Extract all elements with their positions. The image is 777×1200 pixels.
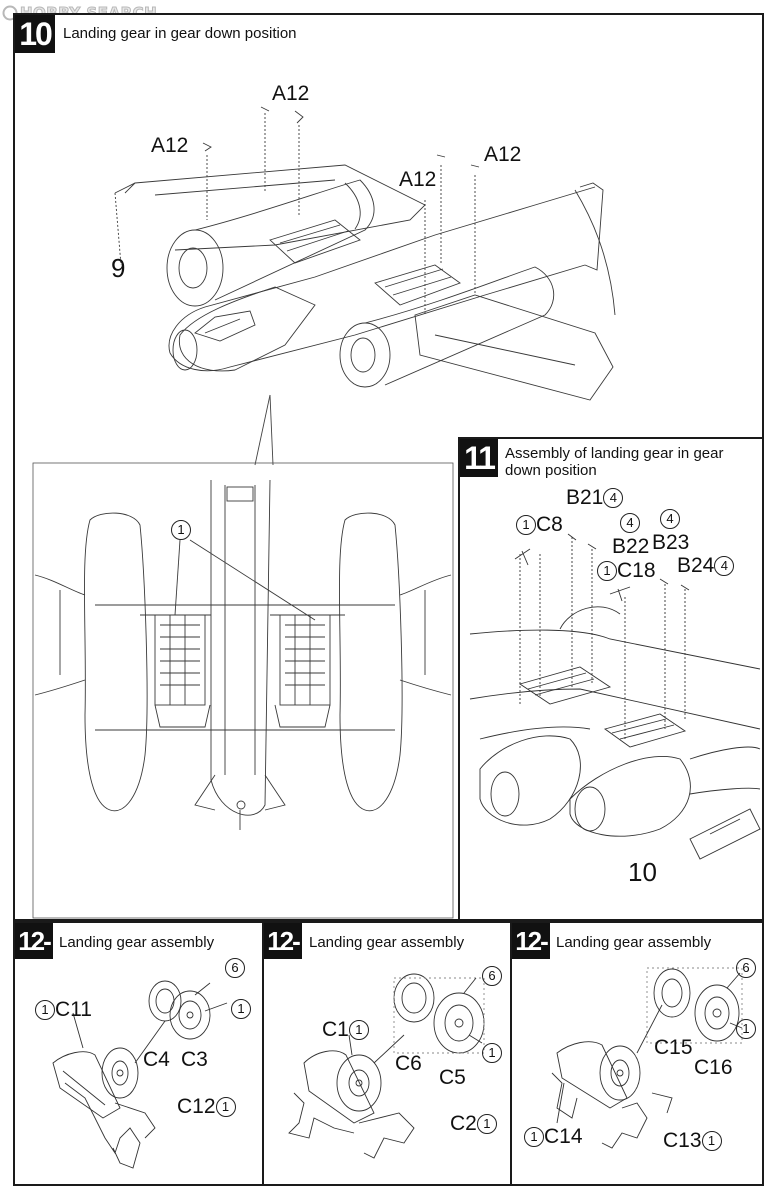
code-b23: B23 — [652, 531, 690, 554]
underside-detail-view — [34, 479, 452, 830]
code-c1: C1 — [322, 1018, 349, 1041]
step-12-2-gear-illustration — [288, 973, 485, 1159]
code-c18: C18 — [617, 559, 656, 582]
step-10-title: Landing gear in gear down position — [63, 25, 297, 42]
code-c6: C6 — [395, 1052, 422, 1075]
qty-c5: 1 — [482, 1043, 502, 1063]
step-10-badge: 10 — [15, 15, 55, 53]
step-12-2-title: Landing gear assembly — [309, 934, 465, 951]
part-label-a12-left: A12 — [151, 134, 189, 157]
step-reference-10: 10 — [628, 857, 657, 887]
step-11-title-line2: down position — [505, 462, 597, 479]
step-11-panel: 11 Assembly of landing gear in gear down… — [458, 437, 764, 921]
code-c2: C2 — [450, 1112, 477, 1135]
part-label-a12-top: A12 — [272, 82, 310, 105]
qty-c8: 1 — [516, 515, 536, 536]
step-10-aircraft-illustration — [32, 106, 616, 919]
code-b22: B22 — [612, 535, 650, 558]
part-label-a12-right: A12 — [484, 143, 522, 166]
step-11-title-line1: Assembly of landing gear in gear — [505, 445, 724, 462]
step-reference-9: 9 — [111, 253, 126, 283]
step-12-3-badge: 12-3 — [512, 923, 550, 992]
step-12-1-gear-illustration — [52, 980, 228, 1169]
code-c5: C5 — [439, 1066, 466, 1089]
step-12-3-gear-illustration — [551, 967, 743, 1149]
qty-c1: 1 — [348, 1020, 369, 1041]
code-c11: C11 — [55, 998, 92, 1021]
code-c16: C16 — [694, 1056, 733, 1079]
code-c15: C15 — [654, 1036, 693, 1059]
qty-c18: 1 — [597, 561, 617, 582]
qty-b23: 4 — [660, 509, 680, 529]
qty-c3: 1 — [231, 999, 251, 1019]
qty-c13: 1 — [701, 1131, 722, 1152]
qty-wheel-6: 6 — [482, 966, 502, 986]
code-c14: C14 — [544, 1125, 583, 1148]
code-b21: B21 — [566, 486, 604, 509]
detail-marker-1: 1 — [171, 520, 191, 540]
qty-b24: 4 — [714, 556, 735, 577]
qty-wheel-6: 6 — [736, 958, 756, 978]
code-c12: C12 — [177, 1095, 216, 1118]
code-c13: C13 — [663, 1129, 702, 1152]
qty-c16: 1 — [736, 1019, 756, 1039]
qty-c11: 1 — [35, 1000, 55, 1021]
step-11-badge: 11 — [460, 439, 498, 477]
qty-c12: 1 — [215, 1097, 236, 1118]
step-12-3-title: Landing gear assembly — [556, 934, 712, 951]
code-b24: B24 — [677, 554, 715, 577]
code-c3: C3 — [181, 1048, 208, 1071]
qty-c14: 1 — [524, 1127, 544, 1148]
code-c8: C8 — [536, 513, 563, 536]
qty-b21: 4 — [603, 488, 624, 509]
step-12-2-badge: 12-2 — [264, 923, 302, 992]
code-c4: C4 — [143, 1048, 170, 1071]
step-11-gear-illustration — [469, 533, 761, 860]
aircraft-top-view — [114, 106, 616, 401]
step-12-1-badge: 12-1 — [15, 923, 53, 992]
qty-c2: 1 — [476, 1114, 497, 1135]
qty-b22: 4 — [620, 513, 640, 533]
part-label-a12-middle: A12 — [399, 168, 437, 191]
step-12-1-title: Landing gear assembly — [59, 934, 215, 951]
step-12-3-panel: 12-3 Landing gear assembly 6 1 C15 C16 1… — [510, 921, 764, 1186]
qty-wheel-6: 6 — [225, 958, 245, 978]
